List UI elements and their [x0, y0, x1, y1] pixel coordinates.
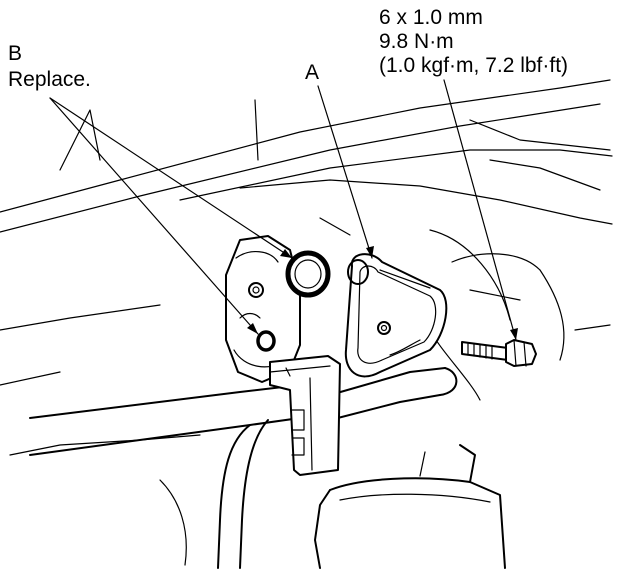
callout-a-letter: A [305, 61, 320, 84]
pipe-flange [344, 253, 448, 378]
o-ring-small [256, 330, 276, 352]
callout-b-note: Replace. [8, 68, 91, 91]
lower-mount [314, 444, 506, 569]
leader-lines [49, 79, 518, 341]
bolt-size-spec: 6 x 1.0 mm [379, 6, 483, 29]
o-ring-large [285, 250, 331, 298]
torque-spec-nm: 9.8 N·m [379, 30, 454, 53]
body-panel-lines [0, 79, 613, 566]
connector-block [269, 355, 341, 476]
harness-lines [29, 367, 458, 569]
torque-spec-alt: (1.0 kgf·m, 7.2 lbf·ft) [379, 54, 569, 77]
callout-b-letter: B [8, 42, 23, 65]
flange-bolt [461, 339, 537, 367]
